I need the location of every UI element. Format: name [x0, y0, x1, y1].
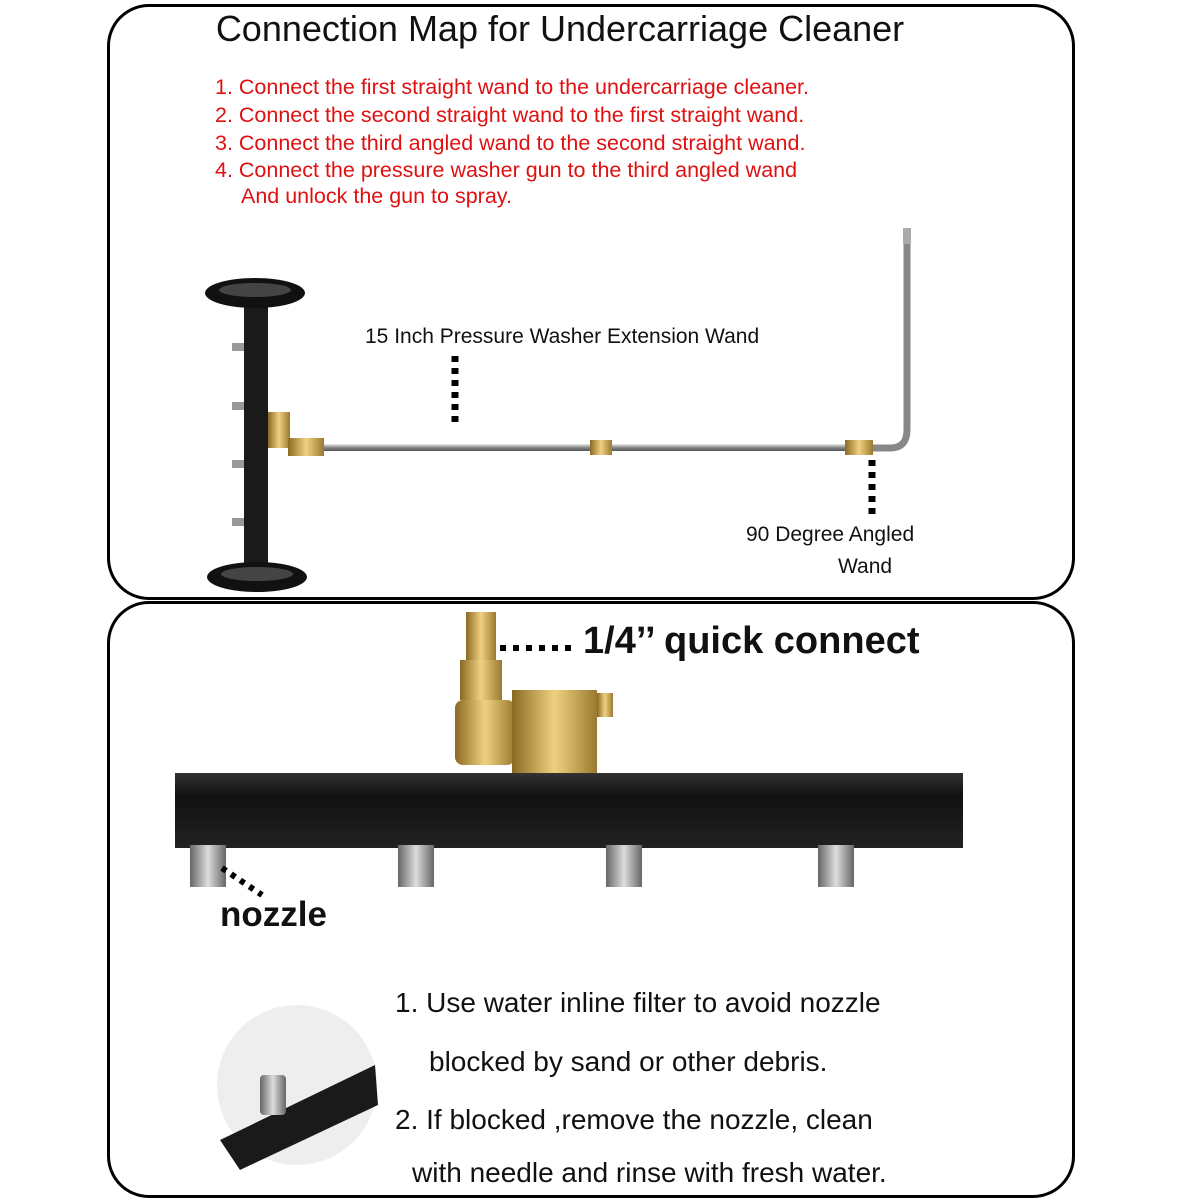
quick-connect-label: 1/4’’ quick connect	[583, 620, 920, 662]
tip-1-cont: blocked by sand or other debris.	[429, 1046, 828, 1077]
angled-wand-label: 90 Degree Angled	[746, 523, 915, 546]
nozzle-pointer	[220, 865, 264, 898]
wand-assembly	[288, 228, 911, 456]
step-1: 1. Connect the first straight wand to th…	[215, 75, 809, 99]
page-title: Connection Map for Undercarriage Cleaner	[215, 8, 905, 49]
cleaner-pipe	[175, 773, 963, 848]
nozzle-label: nozzle	[220, 895, 327, 934]
nozzles	[190, 845, 854, 887]
tip-1: 1. Use water inline filter to avoid nozz…	[395, 987, 881, 1018]
connection-map-panel	[107, 4, 1075, 600]
step-4: 4. Connect the pressure washer gun to th…	[215, 158, 798, 182]
step-4-cont: And unlock the gun to spray.	[241, 184, 512, 208]
undercarriage-cleaner	[205, 278, 307, 592]
quick-connect-fitting	[455, 612, 613, 775]
step-3: 3. Connect the third angled wand to the …	[215, 131, 806, 155]
tip-2-cont: with needle and rinse with fresh water.	[412, 1157, 887, 1188]
nozzle-detail-panel	[107, 601, 1075, 1198]
nozzle-inset-photo	[217, 1005, 378, 1170]
extension-wand-label: 15 Inch Pressure Washer Extension Wand	[365, 325, 760, 348]
step-2: 2. Connect the second straight wand to t…	[215, 103, 805, 127]
tip-2: 2. If blocked ,remove the nozzle, clean	[395, 1104, 873, 1135]
angled-wand-label-2: Wand	[838, 555, 893, 578]
